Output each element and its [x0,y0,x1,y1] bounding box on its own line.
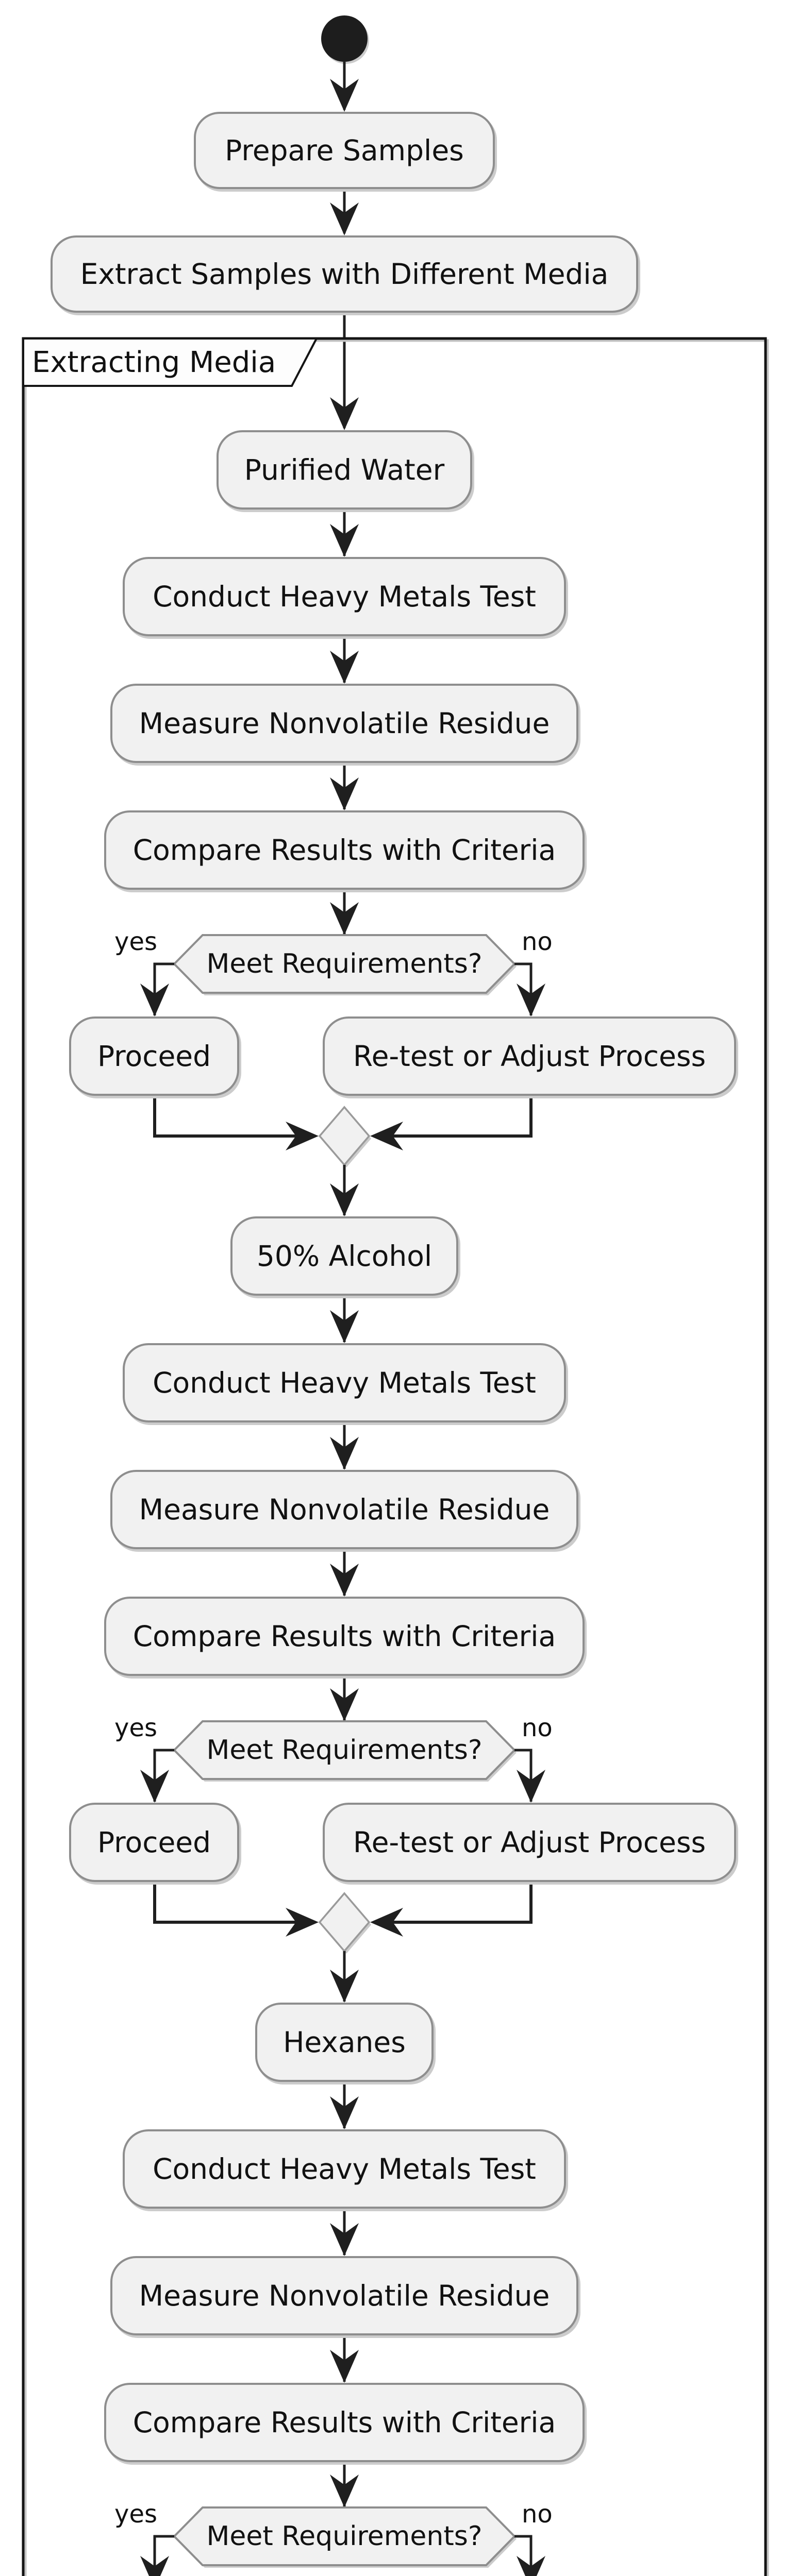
activity-measure-residue: Measure Nonvolatile Residue [110,2256,578,2335]
activity-compare-results: Compare Results with Criteria [104,1597,585,1676]
activity-prepare-samples: Prepare Samples [194,112,495,189]
activity-conduct-test: Conduct Heavy Metals Test [123,1343,566,1422]
decision-question-label: Meet Requirements? [206,948,483,979]
partition-frame [22,337,767,2576]
decision-question-label: Meet Requirements? [206,1735,483,1766]
activity-proceed: Proceed [69,1016,239,1096]
activity-retest: Re-test or Adjust Process [323,1803,736,1882]
activity-compare-results: Compare Results with Criteria [104,810,585,890]
branch-label-yes: yes [114,927,157,956]
activity-media: Purified Water [217,430,472,510]
branch-label-no: no [522,1714,553,1742]
activity-media: 50% Alcohol [230,1216,458,1296]
branch-label-no: no [522,927,553,956]
start-node-icon [321,15,369,64]
branch-label-yes: yes [114,2500,157,2529]
branch-label-yes: yes [114,1714,157,1742]
partition-tab [22,337,319,387]
activity-proceed: Proceed [69,1803,239,1882]
activity-conduct-test: Conduct Heavy Metals Test [123,2129,566,2209]
activity-conduct-test: Conduct Heavy Metals Test [123,557,566,636]
activity-measure-residue: Measure Nonvolatile Residue [110,1470,578,1549]
activity-media: Hexanes [255,2003,434,2082]
activity-compare-results: Compare Results with Criteria [104,2383,585,2462]
activity-extract-samples: Extract Samples with Different Media [51,235,638,313]
activity-retest: Re-test or Adjust Process [323,1016,736,1096]
partition-frame-shadow [24,339,769,2576]
activity-measure-residue: Measure Nonvolatile Residue [110,684,578,763]
decision-question-label: Meet Requirements? [206,2521,483,2552]
branch-label-no: no [522,2500,553,2529]
partition-title: Extracting Media [32,345,276,379]
